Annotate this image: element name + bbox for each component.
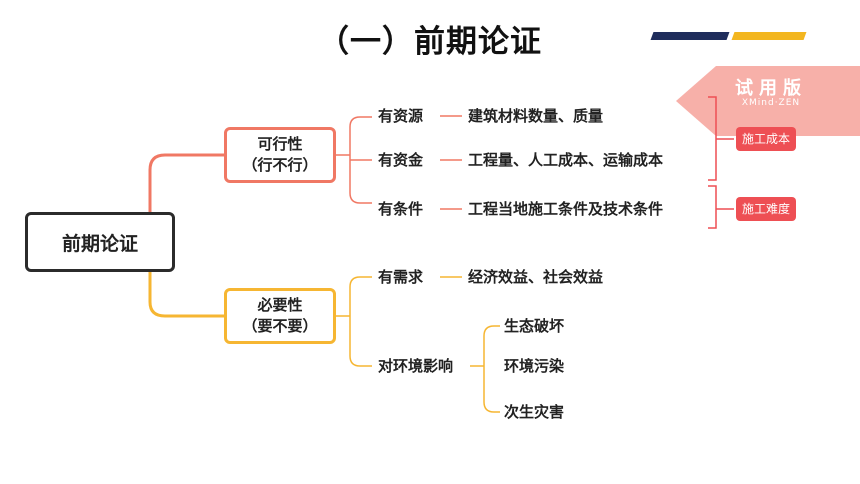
- summary-bracket-difficulty: [708, 185, 734, 229]
- trial-sublabel: XMind·ZEN: [741, 98, 801, 108]
- branch-necessity-line1: 必要性: [257, 296, 303, 314]
- topic-funds[interactable]: 有资金: [378, 151, 424, 169]
- connector-env-subitems: [470, 325, 500, 413]
- slide-title: （一）前期论证: [318, 24, 542, 60]
- connector-red-bracket: [336, 116, 372, 204]
- topic-resources-detail[interactable]: 建筑材料数量、质量: [468, 107, 604, 125]
- topic-environment[interactable]: 对环境影响: [378, 357, 454, 375]
- summary-tag-cost[interactable]: 施工成本: [736, 127, 797, 151]
- summary-tag-difficulty[interactable]: 施工难度: [736, 197, 797, 221]
- topic-resources[interactable]: 有资源: [378, 107, 424, 125]
- root-node[interactable]: 前期论证: [25, 212, 175, 272]
- topic-conditions[interactable]: 有条件: [378, 200, 424, 218]
- topic-secondary-disaster[interactable]: 次生灾害: [504, 403, 565, 421]
- connector-orange-bracket: [336, 276, 372, 367]
- topic-funds-detail[interactable]: 工程量、人工成本、运输成本: [468, 151, 664, 169]
- branch-necessity-line2: （要不要）: [242, 317, 318, 335]
- summary-bracket-cost: [708, 96, 734, 181]
- topic-eco-damage[interactable]: 生态破坏: [504, 317, 565, 335]
- branch-feasibility[interactable]: 可行性 （行不行）: [224, 127, 336, 183]
- branch-feasibility-line2: （行不行）: [242, 156, 318, 174]
- branch-necessity[interactable]: 必要性 （要不要）: [224, 288, 336, 344]
- topic-pollution[interactable]: 环境污染: [504, 357, 565, 375]
- topic-conditions-detail[interactable]: 工程当地施工条件及技术条件: [468, 200, 664, 218]
- branch-feasibility-line1: 可行性: [257, 135, 303, 153]
- topic-demand[interactable]: 有需求: [378, 268, 424, 286]
- topic-demand-detail[interactable]: 经济效益、社会效益: [468, 268, 604, 286]
- connector-root-red: [148, 153, 224, 212]
- trial-label: 试用版: [735, 78, 807, 99]
- connector-root-orange: [148, 272, 224, 318]
- trial-badge: [676, 66, 860, 136]
